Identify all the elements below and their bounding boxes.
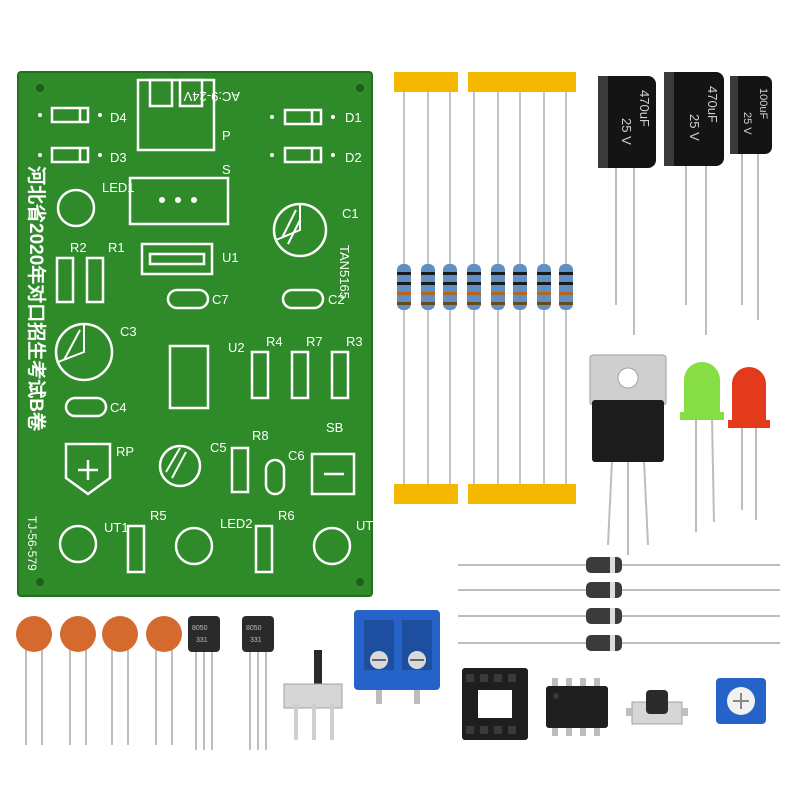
c7-label: C7 (212, 292, 229, 307)
c4-label: C4 (110, 400, 127, 415)
resistor (559, 92, 573, 484)
u2-label: U2 (228, 340, 245, 355)
ic-label: TAN5165 (337, 245, 352, 299)
electrolytic-capacitors: 470uF 25 V 470uF 25 V 100uF 25 V (598, 72, 772, 335)
small-diodes (458, 557, 780, 651)
voltage-regulator (589, 354, 667, 555)
c2-value: 470uF (705, 86, 720, 123)
transistor-1-marking: 8050 (192, 625, 208, 632)
p-label: P (222, 128, 231, 143)
led2-label: LED2 (220, 516, 253, 531)
resistor (537, 92, 551, 484)
c3-voltage: 25 V (741, 112, 753, 135)
c6-label: C6 (288, 448, 305, 463)
s-label: S (222, 162, 231, 177)
transistor-2-code: 331 (250, 637, 262, 644)
c2-label: C2 (328, 292, 345, 307)
green-led (680, 362, 724, 532)
r3-label: R3 (346, 334, 363, 349)
resistor (491, 92, 505, 484)
resistor (513, 92, 527, 484)
trimmer-potentiometer (716, 678, 766, 724)
d1-label: D1 (345, 110, 362, 125)
screw-terminal (354, 610, 440, 704)
red-led (728, 367, 770, 520)
ut2-label: UT2 (356, 518, 381, 533)
transistors: 8050 331 8050 331 (188, 616, 274, 750)
c1-voltage: 25 V (619, 118, 634, 145)
ceramic-capacitors (16, 616, 182, 745)
capacitor-470uf-1: 470uF 25 V (598, 76, 656, 335)
r7-label: R7 (306, 334, 323, 349)
led1-label: LED1 (102, 180, 135, 195)
board-title: 河北省2020年对口招生考试B卷 (25, 166, 48, 432)
dip8-chip (546, 678, 608, 736)
rp-label: RP (116, 444, 134, 459)
r2-label: R2 (70, 240, 87, 255)
capacitor-100uf: 100uF 25 V (730, 76, 772, 320)
slide-switch (283, 650, 343, 740)
c2-voltage: 25 V (687, 114, 702, 141)
c1-value: 470uF (637, 90, 652, 127)
d2-label: D2 (345, 150, 362, 165)
sb-label: SB (326, 420, 343, 435)
u1-label: U1 (222, 250, 239, 265)
board-model: TJ-56-579 (25, 516, 39, 571)
resistor-strip (394, 72, 576, 504)
r5-label: R5 (150, 508, 167, 523)
r1-label: R1 (108, 240, 125, 255)
r6-label: R6 (278, 508, 295, 523)
d3-label: D3 (110, 150, 127, 165)
resistor (443, 92, 457, 484)
capacitor-470uf-2: 470uF 25 V (664, 72, 724, 335)
r4-label: R4 (266, 334, 283, 349)
d4-label: D4 (110, 110, 127, 125)
resistor (397, 92, 411, 484)
r8-label: R8 (252, 428, 269, 443)
ic-socket (462, 668, 528, 740)
c1-label: C1 (342, 206, 359, 221)
diode-footprints (38, 106, 335, 164)
tactile-button (626, 690, 688, 725)
c3-label: C3 (120, 324, 137, 339)
c3-value: 100uF (757, 88, 769, 119)
transistor-1-code: 331 (196, 637, 208, 644)
c5-label: C5 (210, 440, 227, 455)
power-label: AC:9-24V (183, 89, 240, 104)
transistor-2-marking: 8050 (246, 625, 262, 632)
resistor (467, 92, 481, 484)
resistor (421, 92, 435, 484)
ut1-label: UT1 (104, 520, 129, 535)
pcb-board: AC:9-24V P D4 D3 D1 D2 S U1 C1 TAN (17, 71, 381, 597)
